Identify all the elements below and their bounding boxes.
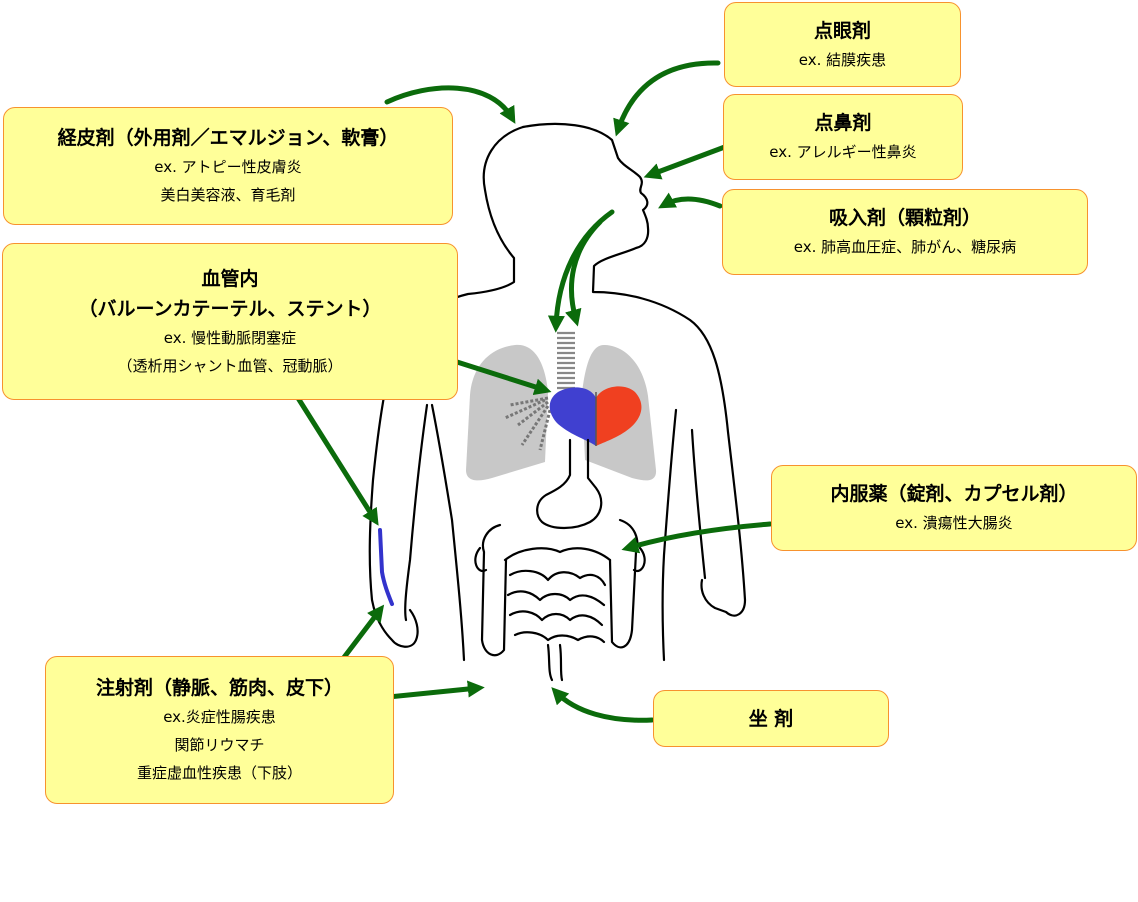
arrow-inhaled-lungs-2 — [565, 219, 603, 327]
arrow-injection-body — [375, 680, 485, 701]
transdermal-title: 経皮剤（外用剤／エマルジョン、軟膏） — [57, 127, 399, 149]
heart-right — [596, 386, 642, 446]
trachea — [557, 331, 575, 390]
label-transdermal: 経皮剤（外用剤／エマルジョン、軟膏） ex. アトピー性皮膚炎 美白美容液、育毛… — [3, 107, 453, 225]
arrow-suppository — [551, 687, 655, 723]
intravascular-example-1: ex. 慢性動脈閉塞症 — [163, 328, 297, 347]
heart-left — [549, 387, 596, 446]
injection-example-2: 関節リウマチ — [174, 736, 265, 754]
human-body-outline — [368, 122, 747, 662]
label-nasal-drops: 点鼻剤 ex. アレルギー性鼻炎 — [723, 94, 963, 180]
intravascular-subtitle: （バルーンカテーテル、ステント） — [78, 297, 382, 320]
inhalation-title: 吸入剤（顆粒剤） — [828, 207, 981, 229]
label-eye-drops: 点眼剤 ex. 結膜疾患 — [724, 2, 961, 87]
injection-example-3: 重症虚血性疾患（下肢） — [136, 764, 302, 782]
suppository-title: 坐 剤 — [748, 707, 794, 730]
bronchi — [504, 396, 552, 451]
arrow-injection-arm — [339, 604, 385, 663]
label-oral: 内服薬（錠剤、カプセル剤） ex. 潰瘍性大腸炎 — [771, 465, 1137, 551]
oral-title: 内服薬（錠剤、カプセル剤） — [830, 483, 1078, 505]
nasal-drops-title: 点鼻剤 — [814, 112, 872, 134]
transdermal-example-2: 美白美容液、育毛剤 — [160, 186, 296, 204]
eye-drops-title: 点眼剤 — [813, 19, 871, 42]
injection-title: 注射剤（静脈、筋肉、皮下） — [95, 677, 343, 699]
label-intravascular: 血管内 （バルーンカテーテル、ステント） ex. 慢性動脈閉塞症 （透析用シャン… — [2, 243, 458, 400]
arrow-transdermal — [384, 85, 516, 124]
inhalation-example: ex. 肺高血圧症、肺がん、糖尿病 — [793, 238, 1017, 256]
arrow-eye-drops — [613, 60, 721, 137]
arm-blood-vessel — [378, 528, 394, 606]
label-suppository: 坐 剤 — [653, 690, 889, 747]
left-lung — [466, 344, 548, 481]
injection-example-1: ex.炎症性腸疾患 — [163, 708, 276, 726]
arrow-intravascular-arm — [295, 395, 379, 526]
label-injection: 注射剤（静脈、筋肉、皮下） ex.炎症性腸疾患 関節リウマチ 重症虚血性疾患（下… — [45, 656, 394, 804]
digestive-tract — [474, 438, 646, 682]
transdermal-example-1: ex. アトピー性皮膚炎 — [154, 158, 302, 176]
label-inhalation: 吸入剤（顆粒剤） ex. 肺高血圧症、肺がん、糖尿病 — [722, 189, 1088, 275]
arrow-nasal-drops — [643, 142, 733, 180]
intravascular-title: 血管内 — [201, 267, 259, 290]
oral-example: ex. 潰瘍性大腸炎 — [895, 514, 1013, 532]
arrow-oral — [621, 521, 773, 554]
arrow-inhaled-lungs-1 — [547, 209, 615, 333]
nasal-drops-example: ex. アレルギー性鼻炎 — [769, 143, 917, 161]
arrow-inhalation — [658, 192, 723, 209]
intravascular-example-2: （透析用シャント血管、冠動脈） — [117, 356, 343, 375]
eye-drops-example: ex. 結膜疾患 — [798, 50, 887, 69]
